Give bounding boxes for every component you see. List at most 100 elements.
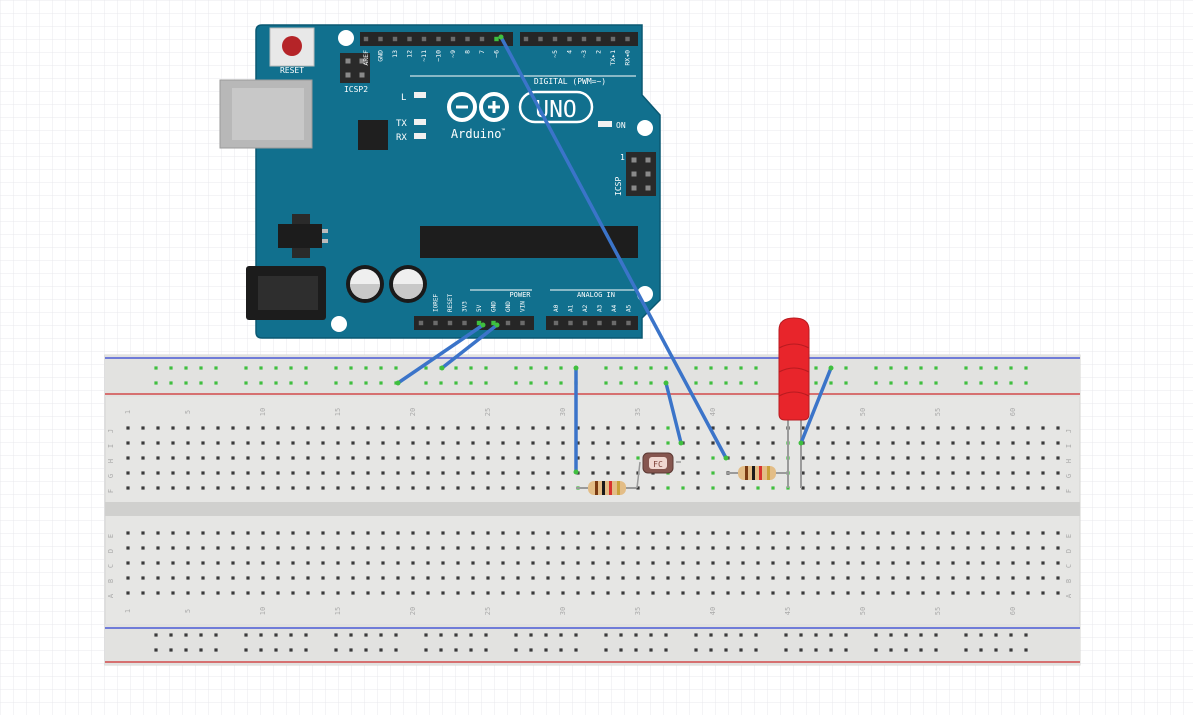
rail-hole[interactable]: [424, 633, 428, 637]
breadboard-hole[interactable]: [246, 471, 250, 475]
breadboard-hole[interactable]: [696, 591, 700, 595]
rail-hole[interactable]: [199, 633, 203, 637]
breadboard-hole[interactable]: [786, 531, 790, 535]
breadboard-hole[interactable]: [741, 561, 745, 565]
breadboard-hole[interactable]: [366, 471, 370, 475]
digital-pin[interactable]: [494, 36, 499, 42]
rail-hole[interactable]: [889, 366, 893, 370]
breadboard-hole[interactable]: [1026, 456, 1030, 460]
breadboard-hole[interactable]: [546, 486, 550, 490]
breadboard-hole[interactable]: [561, 471, 565, 475]
breadboard-hole[interactable]: [876, 531, 880, 535]
rail-hole[interactable]: [544, 648, 548, 652]
rail-hole[interactable]: [169, 381, 173, 385]
breadboard-hole[interactable]: [711, 591, 715, 595]
breadboard-hole[interactable]: [231, 591, 235, 595]
digital-pin[interactable]: [450, 36, 456, 42]
rail-hole[interactable]: [199, 381, 203, 385]
breadboard-hole[interactable]: [711, 441, 715, 445]
breadboard-hole[interactable]: [411, 486, 415, 490]
breadboard-hole[interactable]: [411, 546, 415, 550]
rail-hole[interactable]: [454, 633, 458, 637]
breadboard-hole[interactable]: [981, 471, 985, 475]
breadboard-hole[interactable]: [171, 576, 175, 580]
breadboard-hole[interactable]: [201, 576, 205, 580]
breadboard-hole[interactable]: [801, 546, 805, 550]
rail-hole[interactable]: [304, 648, 308, 652]
rail-hole[interactable]: [889, 648, 893, 652]
breadboard-hole[interactable]: [156, 426, 160, 430]
wire-photocell[interactable]: [664, 381, 683, 445]
breadboard-hole[interactable]: [276, 591, 280, 595]
breadboard-hole[interactable]: [876, 456, 880, 460]
breadboard-hole[interactable]: [816, 546, 820, 550]
breadboard-hole[interactable]: [831, 426, 835, 430]
rail-hole[interactable]: [394, 633, 398, 637]
breadboard-hole[interactable]: [396, 456, 400, 460]
breadboard-hole[interactable]: [1056, 486, 1060, 490]
breadboard-hole[interactable]: [396, 426, 400, 430]
rail-hole[interactable]: [844, 381, 848, 385]
breadboard-hole[interactable]: [816, 591, 820, 595]
breadboard-hole[interactable]: [501, 426, 505, 430]
breadboard-hole[interactable]: [201, 456, 205, 460]
breadboard-hole[interactable]: [966, 561, 970, 565]
breadboard-hole[interactable]: [561, 426, 565, 430]
breadboard-hole[interactable]: [261, 471, 265, 475]
rail-hole[interactable]: [244, 381, 248, 385]
breadboard-hole[interactable]: [591, 591, 595, 595]
breadboard-hole[interactable]: [606, 531, 610, 535]
breadboard-hole[interactable]: [411, 591, 415, 595]
rail-hole[interactable]: [964, 633, 968, 637]
analog-pin[interactable]: [626, 320, 631, 326]
breadboard-hole[interactable]: [396, 441, 400, 445]
breadboard-hole[interactable]: [921, 486, 925, 490]
breadboard-hole[interactable]: [756, 441, 760, 445]
breadboard-hole[interactable]: [186, 546, 190, 550]
rail-hole[interactable]: [1024, 648, 1028, 652]
breadboard-hole[interactable]: [396, 561, 400, 565]
rail-hole[interactable]: [544, 633, 548, 637]
breadboard-hole[interactable]: [936, 561, 940, 565]
digital-pin[interactable]: [596, 36, 601, 42]
breadboard-hole[interactable]: [876, 591, 880, 595]
breadboard-hole[interactable]: [846, 561, 850, 565]
rail-hole[interactable]: [754, 366, 758, 370]
breadboard-hole[interactable]: [336, 591, 340, 595]
breadboard-hole[interactable]: [861, 591, 865, 595]
rail-hole[interactable]: [214, 366, 218, 370]
breadboard-hole[interactable]: [591, 471, 595, 475]
breadboard-hole[interactable]: [801, 456, 805, 460]
rail-hole[interactable]: [454, 381, 458, 385]
breadboard-hole[interactable]: [561, 576, 565, 580]
breadboard-hole[interactable]: [501, 441, 505, 445]
breadboard-hole[interactable]: [936, 471, 940, 475]
breadboard-hole[interactable]: [1026, 531, 1030, 535]
breadboard-hole[interactable]: [906, 441, 910, 445]
rail-hole[interactable]: [904, 648, 908, 652]
breadboard-hole[interactable]: [201, 561, 205, 565]
breadboard-hole[interactable]: [411, 441, 415, 445]
breadboard-hole[interactable]: [606, 456, 610, 460]
rail-hole[interactable]: [364, 633, 368, 637]
breadboard-hole[interactable]: [381, 486, 385, 490]
breadboard-hole[interactable]: [666, 441, 670, 445]
breadboard-hole[interactable]: [246, 561, 250, 565]
breadboard-hole[interactable]: [291, 531, 295, 535]
breadboard-hole[interactable]: [321, 531, 325, 535]
breadboard-hole[interactable]: [456, 561, 460, 565]
breadboard-hole[interactable]: [486, 561, 490, 565]
breadboard-hole[interactable]: [456, 591, 460, 595]
breadboard-hole[interactable]: [426, 456, 430, 460]
breadboard-hole[interactable]: [816, 441, 820, 445]
breadboard-hole[interactable]: [291, 576, 295, 580]
breadboard-hole[interactable]: [141, 591, 145, 595]
breadboard-hole[interactable]: [666, 561, 670, 565]
breadboard-hole[interactable]: [801, 561, 805, 565]
breadboard-hole[interactable]: [441, 486, 445, 490]
breadboard-hole[interactable]: [1011, 456, 1015, 460]
breadboard-hole[interactable]: [846, 591, 850, 595]
breadboard-hole[interactable]: [426, 531, 430, 535]
breadboard-hole[interactable]: [786, 576, 790, 580]
breadboard-hole[interactable]: [186, 456, 190, 460]
